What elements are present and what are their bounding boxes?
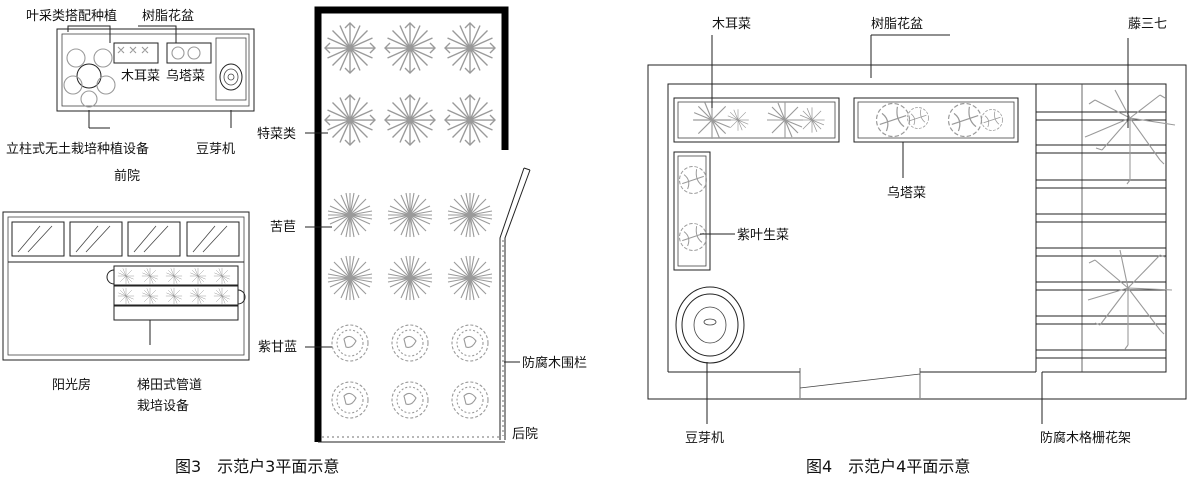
fig3-sprouter — [219, 63, 243, 91]
fig3-leaders — [67, 25, 520, 363]
fig3-endive — [327, 192, 493, 301]
label-front-yard: 前院 — [114, 168, 140, 184]
fig4-sprouter — [675, 286, 745, 364]
label-terrace-pipe-1: 梯田式管道 — [137, 378, 202, 393]
fig3-column-hydro — [63, 48, 116, 108]
teng-san-qi-plant-2 — [1087, 249, 1173, 350]
fig3-special-veg — [324, 22, 496, 146]
fig3-red-cabbage — [331, 324, 489, 419]
label-teng-san-qi: 藤三七 — [1128, 17, 1167, 32]
label-fence: 防腐木围栏 — [522, 355, 587, 371]
fig3-front-structure — [56, 28, 255, 112]
fig4-planter-mu-er — [673, 97, 840, 143]
fig4-leaders — [700, 34, 1129, 424]
fig3-caption: 图3 示范户3平面示意 — [175, 457, 339, 476]
label-terrace-pipe-2: 栽培设备 — [137, 398, 189, 414]
fig3-sunroom — [2, 211, 250, 361]
label-special-veg: 特菜类 — [257, 127, 296, 142]
label-endive: 苦苣 — [270, 219, 296, 235]
label-resin-pot-4: 树脂花盆 — [871, 16, 923, 32]
label-wu-ta-cai: 乌塔菜 — [166, 68, 205, 84]
label-sunroom: 阳光房 — [52, 377, 91, 393]
fig4-outer-walls — [647, 64, 1187, 400]
label-mu-er-cai-4: 木耳菜 — [712, 17, 751, 32]
label-trellis: 防腐木格栅花架 — [1040, 430, 1131, 446]
label-wu-ta-cai-4: 乌塔菜 — [887, 185, 926, 201]
label-sprouter: 豆芽机 — [196, 142, 235, 157]
fig4-caption: 图4 示范户4平面示意 — [806, 457, 970, 476]
terrace-pipe-system — [106, 265, 246, 321]
fig3-plan: 叶采类搭配种植 树脂花盆 木耳菜 乌塔菜 立柱式无土栽培种植设备 豆芽机 前院 … — [2, 6, 587, 476]
fence — [499, 167, 531, 440]
fig4-plan: 木耳菜 树脂花盆 藤三七 乌塔菜 紫叶生菜 豆芽机 防腐木格栅花架 图4 示范户… — [647, 16, 1187, 476]
label-column-hydro: 立柱式无土栽培种植设备 — [6, 141, 149, 157]
fig3-back-yard — [314, 6, 531, 443]
sunroom-windows — [11, 221, 240, 257]
label-back-yard: 后院 — [512, 427, 538, 442]
label-mu-er-cai: 木耳菜 — [121, 69, 160, 84]
label-purple-lettuce: 紫叶生菜 — [737, 228, 789, 243]
fig3-planter-wu-ta — [166, 42, 212, 64]
label-leafy-mix: 叶采类搭配种植 — [26, 8, 117, 24]
label-sprouter-4: 豆芽机 — [685, 431, 724, 446]
label-resin-pot: 树脂花盆 — [142, 8, 194, 24]
fig4-planter-wu-ta — [853, 97, 1019, 143]
fig4-planter-purple-lettuce — [673, 151, 711, 271]
fig3-planter-mu-er — [113, 42, 159, 64]
teng-san-qi-plant-1 — [1084, 89, 1176, 185]
label-red-cabbage: 紫甘蓝 — [258, 340, 297, 355]
fig4-trellis — [1035, 84, 1176, 372]
